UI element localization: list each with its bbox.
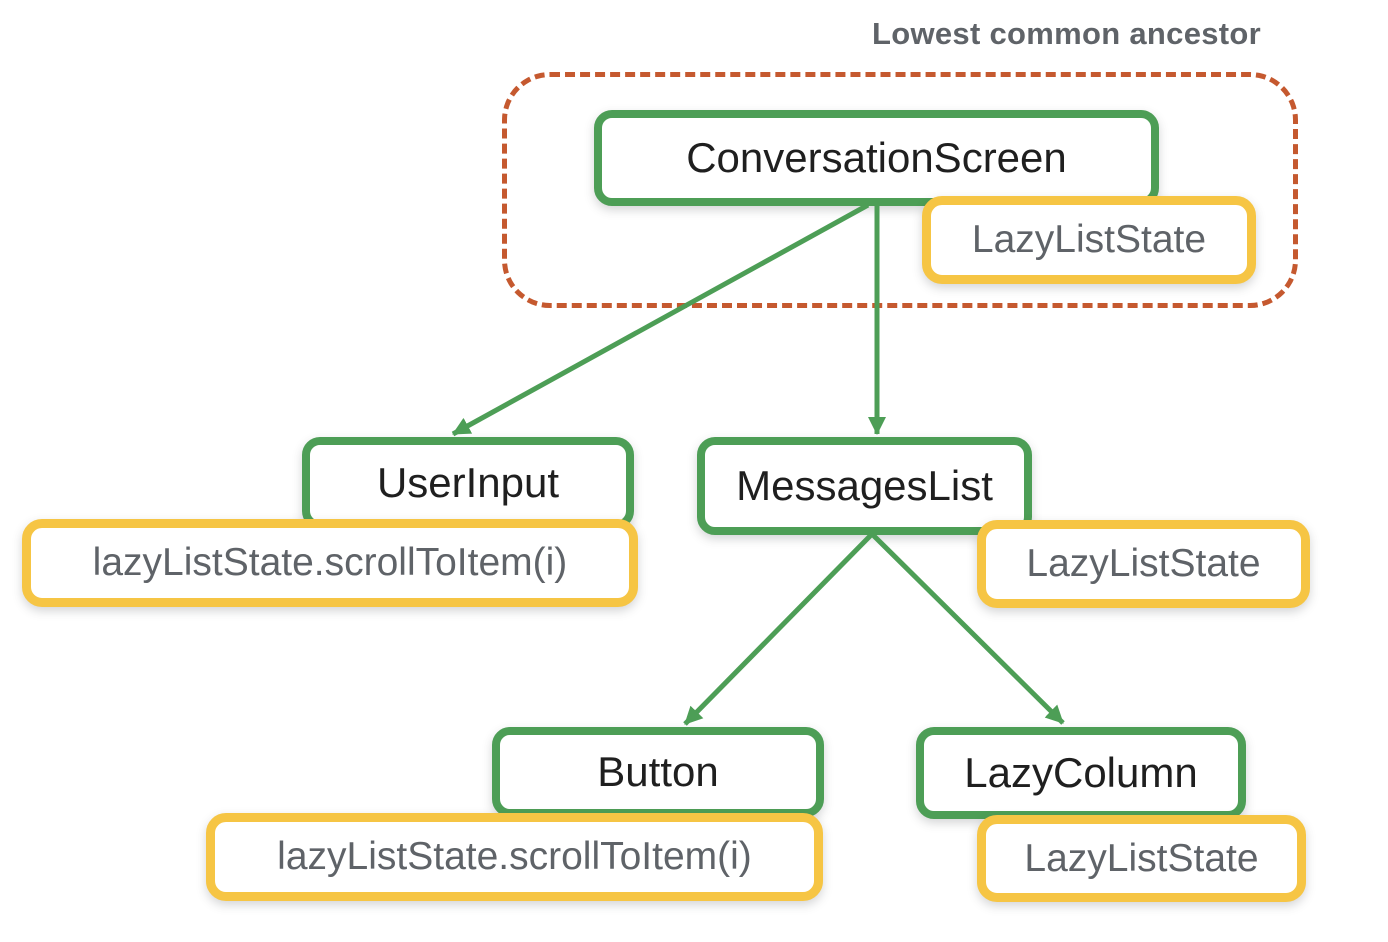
badge-label: LazyListState	[971, 218, 1207, 261]
badge-scrolltoitem-userinput: lazyListState.scrollToItem(i)	[22, 519, 638, 607]
node-label: UserInput	[376, 459, 560, 506]
badge-label: lazyListState.scrollToItem(i)	[92, 541, 568, 584]
node-label: Button	[597, 748, 719, 795]
badge-label: LazyListState	[1024, 836, 1259, 880]
badge-lazyliststate-conversationscreen: LazyListState	[922, 196, 1256, 284]
badge-label: lazyListState.scrollToItem(i)	[277, 835, 752, 878]
node-label: MessagesList	[736, 462, 993, 509]
node-userinput: UserInput	[302, 437, 634, 529]
node-button: Button	[492, 727, 824, 817]
lca-dashed-outline	[502, 72, 1298, 308]
node-lazycolumn: LazyColumn	[916, 727, 1246, 819]
badge-lazyliststate-lazycolumn: LazyListState	[977, 815, 1306, 902]
edge-messageslist-to-button	[683, 532, 874, 726]
node-label: LazyColumn	[964, 749, 1198, 796]
badge-label: LazyListState	[1026, 542, 1261, 585]
lca-caption: Lowest common ancestor	[872, 16, 1262, 51]
node-label: ConversationScreen	[686, 134, 1067, 181]
badge-lazyliststate-messageslist: LazyListState	[977, 520, 1310, 608]
node-messageslist: MessagesList	[697, 437, 1032, 535]
node-conversationscreen: ConversationScreen	[594, 110, 1159, 206]
badge-scrolltoitem-button: lazyListState.scrollToItem(i)	[206, 813, 823, 901]
